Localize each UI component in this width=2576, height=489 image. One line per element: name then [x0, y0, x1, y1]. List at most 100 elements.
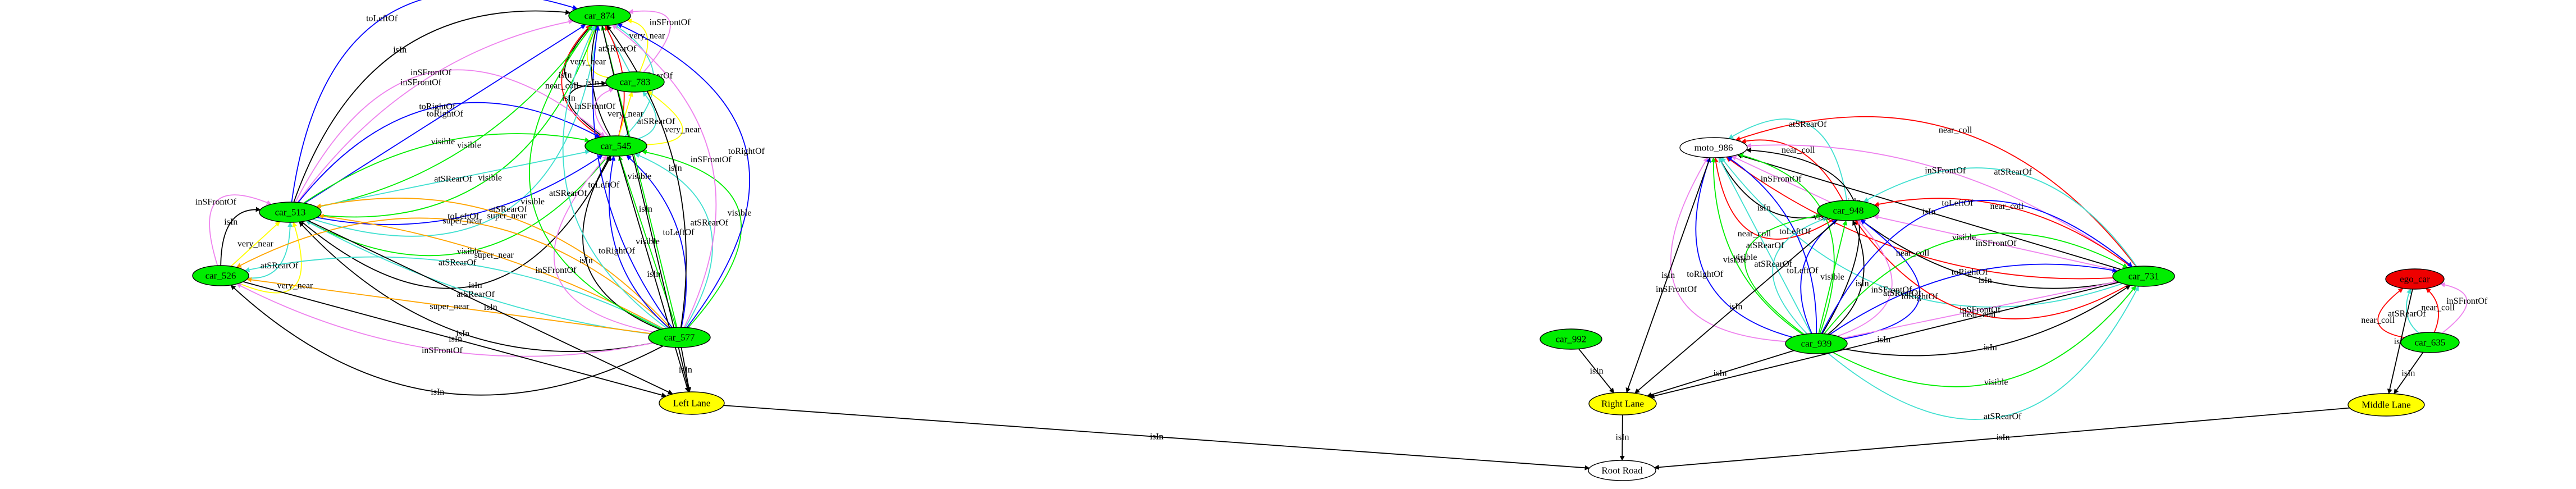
edge-label: inSFrontOf	[691, 155, 732, 164]
node-label: car_526	[205, 271, 236, 281]
edge-car_731-car_948	[1860, 219, 2118, 289]
edge-label: isIn	[1757, 203, 1771, 213]
edge-car_939-car_731	[1824, 232, 2128, 335]
edge-label: inSFrontOf	[1656, 285, 1697, 294]
edges-layer	[209, 0, 2468, 470]
node-car-731[interactable]: car_731	[2112, 266, 2175, 287]
edge-car_939-car_731	[1832, 285, 2136, 387]
node-shape	[1588, 392, 1657, 415]
node-root-road[interactable]: Root Road	[1588, 460, 1656, 481]
node-car-513[interactable]: car_513	[259, 202, 322, 223]
edge-label: isIn	[449, 335, 462, 344]
edge-car_545-car_783	[594, 88, 614, 137]
edge-car_577-car_526	[246, 277, 651, 335]
edge-label: inSFrontOf	[1925, 166, 1966, 175]
edge-car_577-car_513	[305, 220, 651, 335]
edge-car_783-car_874	[628, 9, 671, 73]
node-label: car_874	[584, 11, 615, 21]
node-car-635[interactable]: car_635	[2400, 332, 2460, 353]
node-car-939[interactable]: car_939	[1785, 333, 1848, 354]
edge-car_577-car_545	[582, 155, 661, 330]
node-shape	[2347, 393, 2425, 417]
node-label: Middle Lane	[2362, 400, 2410, 410]
edge-car_513-car_545	[301, 155, 611, 289]
node-shape	[192, 265, 249, 286]
node-shape	[584, 135, 647, 157]
edge-label: atSRearOf	[1883, 289, 1921, 298]
edge-car_577-car_545	[553, 155, 654, 333]
edge-label: isIn	[647, 269, 660, 279]
node-car-948[interactable]: car_948	[1817, 200, 1880, 221]
node-shape	[1540, 328, 1602, 350]
edge-car_545-car_874	[561, 25, 602, 138]
edge-label: atSRearOf	[599, 44, 637, 54]
edge-right_lane-root_road	[1619, 414, 1625, 461]
edge-car_948-moto_986	[1713, 157, 1834, 240]
edge-label: atSRearOf	[434, 175, 472, 184]
edge-label: near_coll	[1738, 229, 1771, 239]
node-middle-lane[interactable]: Middle Lane	[2347, 393, 2425, 417]
edge-car_577-car_545	[634, 153, 713, 328]
edge-label: isIn	[1714, 369, 1727, 378]
node-label: Right Lane	[1601, 399, 1644, 409]
edge-label: toRightOf	[419, 102, 456, 112]
edge-car_948-moto_986	[1731, 156, 1831, 203]
edge-car_513-car_545	[303, 133, 590, 204]
edge-car_577-car_526	[236, 217, 670, 328]
node-moto-986[interactable]: moto_986	[1679, 137, 1748, 158]
node-car-783[interactable]: car_783	[605, 71, 665, 93]
edge-label: isIn	[669, 163, 682, 173]
edge-label: near_coll	[1962, 310, 1996, 319]
node-shape	[605, 71, 665, 93]
edge-car_939-car_948	[1818, 220, 1848, 334]
edge-label: inSFrontOf	[1761, 175, 1802, 184]
edge-car_526-left_lane	[243, 281, 667, 397]
edge-car_513-car_874	[317, 25, 593, 208]
edge-car_731-car_948	[1873, 214, 2118, 271]
edge-label: inSFrontOf	[1960, 305, 2001, 315]
node-label: car_783	[620, 77, 651, 88]
edge-label: visible	[431, 137, 455, 147]
edge-label: super_near	[487, 211, 527, 221]
edge-car_731-moto_986	[1720, 157, 2123, 308]
edge-car_526-car_513	[248, 222, 293, 279]
edge-label: isIn	[1984, 342, 1997, 352]
node-car-545[interactable]: car_545	[584, 135, 647, 157]
edge-label: atSRearOf	[456, 290, 495, 299]
edge-label: visible	[1984, 378, 2008, 387]
node-car-526[interactable]: car_526	[192, 265, 249, 286]
node-car-874[interactable]: car_874	[568, 5, 631, 26]
edge-car_939-car_731	[1842, 280, 2118, 339]
edge-label: near_coll	[545, 81, 579, 91]
edge-car_545-left_lane	[618, 156, 690, 392]
node-car-577[interactable]: car_577	[648, 327, 711, 348]
edge-car_948-moto_986	[1741, 138, 1844, 201]
edge-label: toRightOf	[599, 246, 636, 256]
edge-label: visible	[1952, 232, 1976, 242]
edge-car_577-car_526	[244, 256, 663, 330]
edge-car_577-car_526	[230, 285, 664, 396]
node-right-lane[interactable]: Right Lane	[1588, 392, 1657, 415]
edge-car_948-moto_986	[1728, 118, 1848, 201]
edge-car_939-right_lane	[1647, 350, 1794, 397]
node-ego-car[interactable]: ego_car	[2385, 268, 2445, 290]
edge-label: very_near	[570, 57, 606, 67]
edge-car_577-car_545	[641, 149, 742, 328]
edge-car_948-right_lane	[1634, 220, 1838, 394]
edge-label: inSFrontOf	[1976, 239, 2017, 248]
edge-car_939-car_731	[1843, 285, 2131, 357]
node-shape	[2400, 332, 2460, 353]
edge-car_513-car_545	[306, 155, 609, 257]
edge-car_783-car_874	[587, 25, 609, 79]
edge-middle_lane-root_road	[1654, 407, 2350, 470]
edge-label: near_coll	[1896, 249, 1930, 258]
node-left-lane[interactable]: Left Lane	[659, 391, 725, 415]
node-car-992[interactable]: car_992	[1540, 328, 1602, 350]
edge-label: toRightOf	[1901, 292, 1938, 301]
edge-label: isIn	[1590, 367, 1604, 376]
edge-car_577-car_874	[562, 25, 668, 329]
edge-label: isIn	[431, 387, 444, 397]
node-shape	[568, 5, 631, 26]
edge-label: atSRearOf	[1746, 241, 1784, 250]
edge-car_577-car_874	[611, 24, 717, 328]
